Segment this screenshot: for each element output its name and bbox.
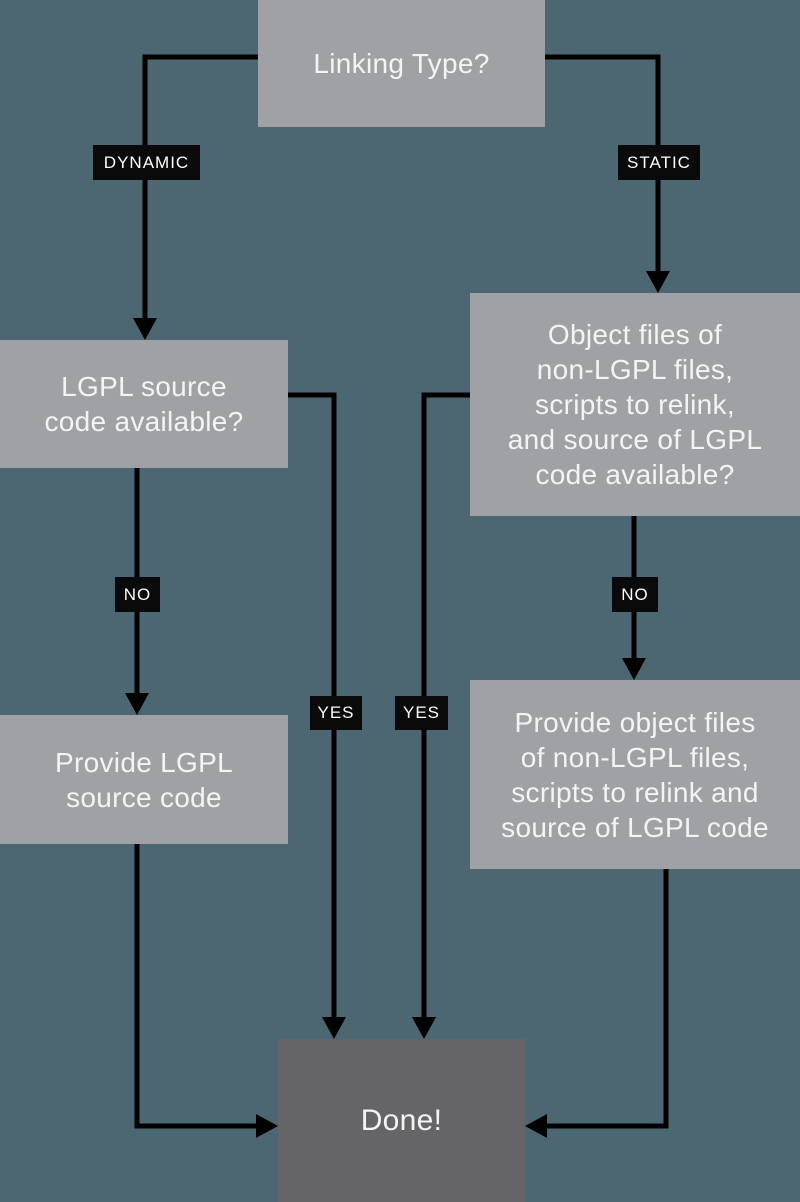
node-object-files-available: Object files of non-LGPL files, scripts …	[470, 293, 800, 516]
edge-yes-left-line	[288, 392, 337, 1019]
edge-provide-object-done-arrowhead-icon	[525, 1114, 547, 1138]
node-lgpl-source-available: LGPL source code available?	[0, 340, 288, 468]
edge-label-no-right: NO	[612, 577, 658, 612]
edge-provide-lgpl-done-arrowhead-icon	[256, 1114, 278, 1138]
edge-label-no-left: NO	[115, 577, 160, 612]
node-provide-lgpl-source: Provide LGPL source code	[0, 715, 288, 844]
edge-no-left-arrowhead-icon	[125, 693, 149, 715]
edge-label-static: STATIC	[618, 145, 700, 180]
edge-provide-lgpl-done-line	[134, 844, 258, 1129]
edge-label-yes-right: YES	[395, 696, 448, 730]
edge-dynamic-arrowhead-icon	[133, 318, 157, 340]
edge-dynamic-line	[142, 54, 258, 320]
edge-static-arrowhead-icon	[646, 271, 670, 293]
node-done: Done!	[278, 1039, 525, 1202]
edge-static-line	[545, 54, 661, 273]
edge-yes-right-line	[421, 392, 470, 1019]
edge-label-dynamic: DYNAMIC	[93, 145, 200, 180]
node-linking-type: Linking Type?	[258, 0, 545, 127]
edge-provide-object-done-line	[545, 869, 669, 1129]
edge-no-right-arrowhead-icon	[622, 658, 646, 680]
edge-yes-left-arrowhead-icon	[322, 1017, 346, 1039]
edge-yes-right-arrowhead-icon	[412, 1017, 436, 1039]
node-provide-object-files: Provide object files of non-LGPL files, …	[470, 680, 800, 869]
edge-label-yes-left: YES	[310, 696, 362, 730]
